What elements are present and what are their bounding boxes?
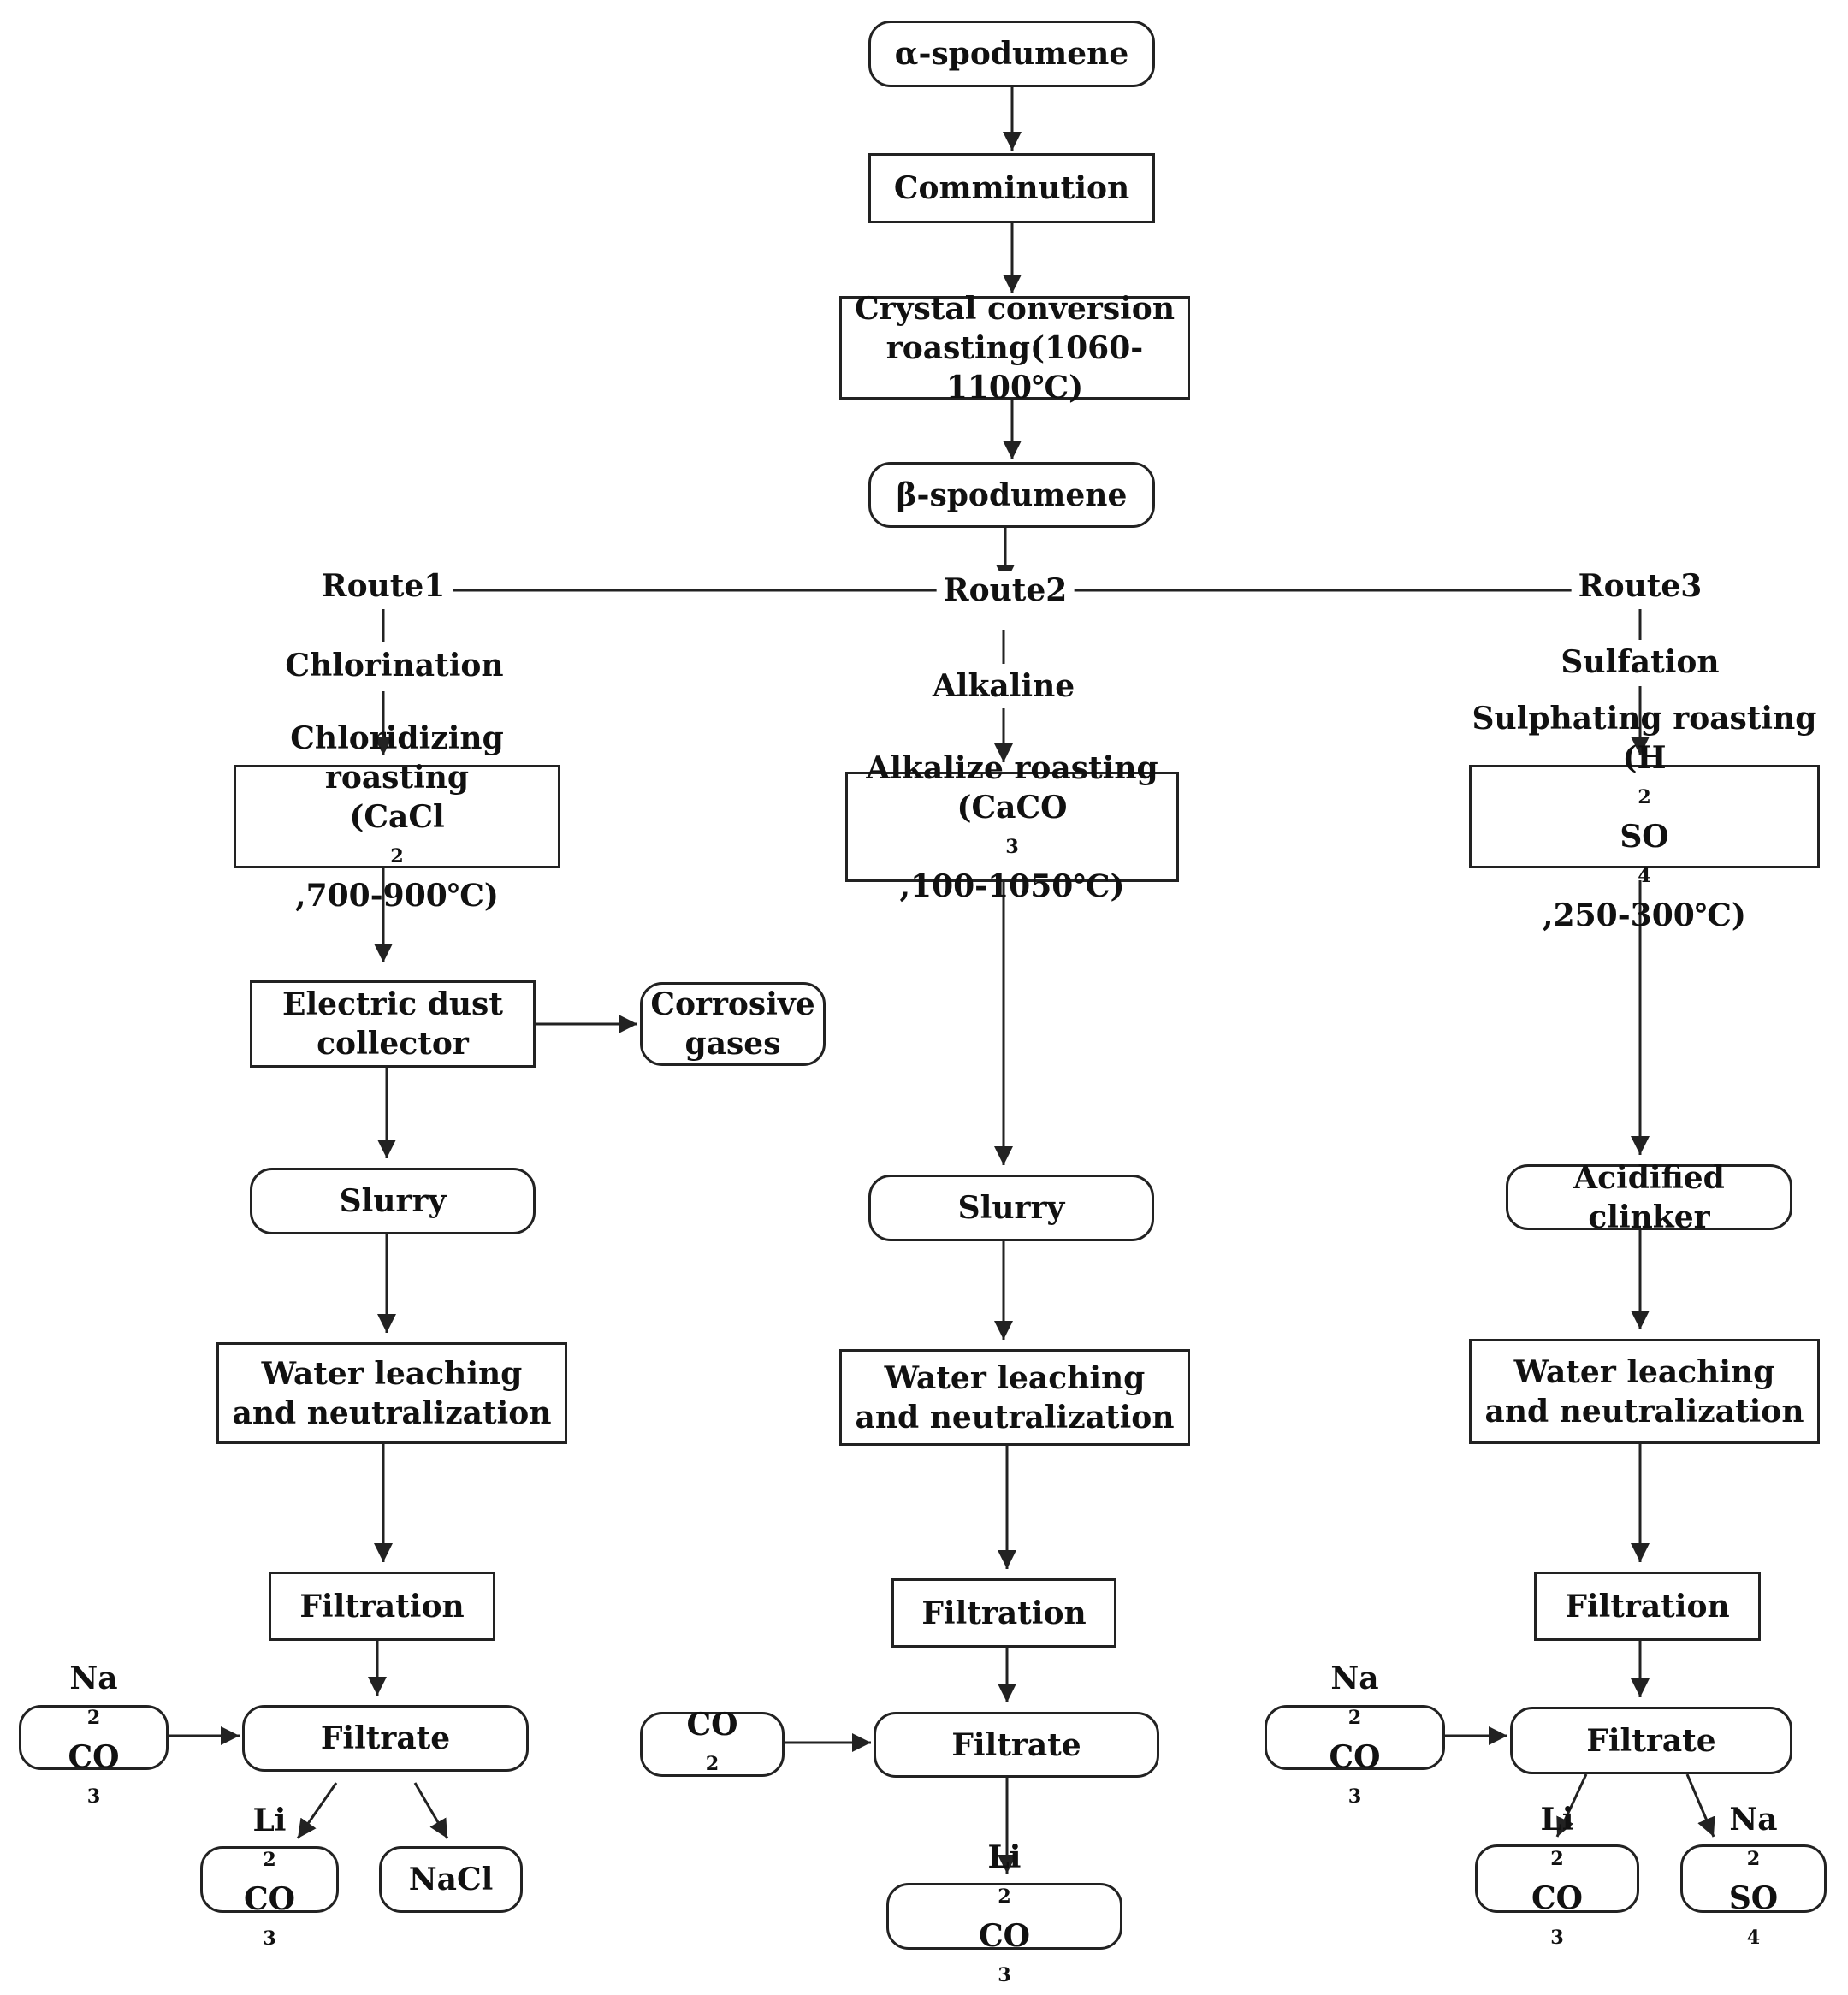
corrosive-gases-line2: gases bbox=[684, 1026, 781, 1062]
electric-dust-collector-node: Electric dust collector bbox=[250, 980, 536, 1068]
r2-filtrate-text: Filtrate bbox=[951, 1726, 1081, 1763]
acidified-clinker-text: Acidified clinker bbox=[1573, 1159, 1725, 1235]
r3-filtration-node: Filtration bbox=[1534, 1572, 1761, 1641]
r3-filtrate-node: Filtrate bbox=[1510, 1707, 1792, 1774]
r3-water-leaching-line1: Water leaching bbox=[1513, 1353, 1775, 1390]
route2-label: Route2 bbox=[936, 571, 1075, 609]
r2-filtration-node: Filtration bbox=[891, 1578, 1116, 1648]
beta-spodumene-node: β-spodumene bbox=[868, 462, 1155, 528]
r2-filtrate-node: Filtrate bbox=[874, 1712, 1159, 1778]
r3-water-leaching-line2: and neutralization bbox=[1484, 1393, 1804, 1430]
alkaline-label: Alkaline bbox=[925, 667, 1082, 705]
r2-water-leaching-line1: Water leaching bbox=[884, 1359, 1146, 1396]
comminution-node: Comminution bbox=[868, 153, 1155, 223]
r1-slurry-node: Slurry bbox=[250, 1168, 536, 1234]
sulfation-label: Sulfation bbox=[1554, 643, 1727, 681]
r1-nacl-node: NaCl bbox=[379, 1846, 523, 1913]
chloridizing-roasting-line1: Chloridizing roasting bbox=[290, 719, 504, 796]
arrow-r3-filtrate-to-na2so4 bbox=[1685, 1773, 1715, 1838]
crystal-conversion-line2: roasting(1060-1100℃) bbox=[886, 329, 1144, 406]
r1-slurry-text: Slurry bbox=[339, 1183, 447, 1219]
r1-water-leaching-line1: Water leaching bbox=[261, 1355, 523, 1392]
sulphating-roasting-line1: Sulphating roasting bbox=[1472, 700, 1817, 737]
alkalize-roasting-line1: Alkalize roasting bbox=[866, 749, 1158, 786]
r1-filtrate-node: Filtrate bbox=[242, 1705, 529, 1772]
crystal-conversion-line1: Crystal conversion bbox=[855, 290, 1175, 327]
r1-filtration-text: Filtration bbox=[299, 1588, 465, 1625]
beta-spodumene-text: β-spodumene bbox=[896, 477, 1128, 513]
r1-filtrate-text: Filtrate bbox=[320, 1720, 451, 1756]
r2-filtration-text: Filtration bbox=[921, 1595, 1087, 1631]
alpha-spodumene-node: α-spodumene bbox=[868, 21, 1155, 87]
r1-nacl-text: NaCl bbox=[408, 1862, 494, 1897]
corrosive-gases-line1: Corrosive bbox=[650, 986, 815, 1022]
r3-filtration-text: Filtration bbox=[1565, 1588, 1730, 1625]
route1-label: Route1 bbox=[314, 567, 453, 605]
r2-water-leaching-line2: and neutralization bbox=[855, 1399, 1175, 1436]
arrow-r1-filtrate-to-nacl bbox=[413, 1782, 449, 1839]
r2-slurry-node: Slurry bbox=[868, 1175, 1154, 1241]
corrosive-gases-node: Corrosive gases bbox=[640, 982, 826, 1066]
chlorination-label: Chlorination bbox=[278, 647, 511, 684]
r1-water-leaching-line2: and neutralization bbox=[232, 1394, 552, 1431]
arrow-r1-filtrate-to-li2co3 bbox=[296, 1782, 338, 1839]
arrow-r3-filtrate-to-li2co3 bbox=[1555, 1773, 1588, 1838]
acidified-clinker-node: Acidified clinker bbox=[1506, 1160, 1792, 1235]
electric-dust-line1: Electric dust bbox=[282, 986, 503, 1022]
alpha-spodumene-text: α-spodumene bbox=[894, 36, 1129, 72]
r1-filtration-node: Filtration bbox=[269, 1572, 495, 1641]
r2-slurry-text: Slurry bbox=[957, 1190, 1065, 1226]
r3-filtrate-text: Filtrate bbox=[1586, 1722, 1716, 1759]
comminution-text: Comminution bbox=[893, 170, 1130, 206]
electric-dust-line2: collector bbox=[317, 1026, 469, 1062]
route3-label: Route3 bbox=[1571, 567, 1709, 605]
